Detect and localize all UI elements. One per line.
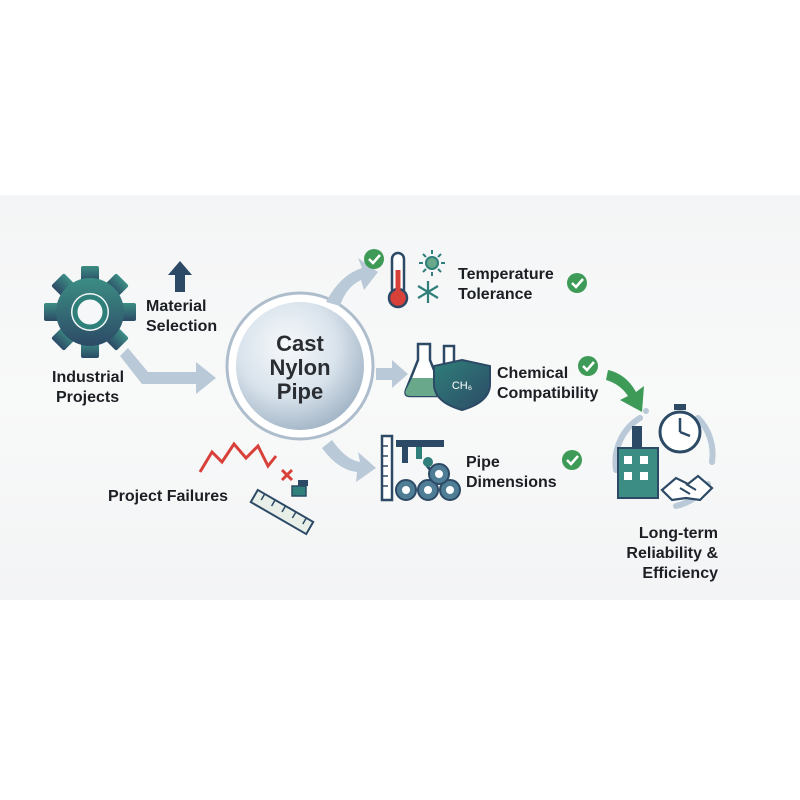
chemical-compatibility-label: Chemical Compatibility	[497, 364, 598, 404]
arrow-industrial-to-center	[120, 348, 216, 394]
material-selection-label: Material Selection	[146, 297, 217, 337]
center-title-line1: Cast	[276, 331, 324, 356]
outcome-line1: Long-term	[638, 525, 718, 542]
material-selection-line1: Material	[146, 298, 207, 315]
caliper-icon	[396, 440, 444, 463]
center-title: Cast Nylon Pipe	[232, 332, 368, 404]
thermometer-icon	[387, 251, 409, 309]
failure-chart-icon	[198, 441, 278, 473]
material-selection-line2: Selection	[146, 318, 218, 335]
cross-icon	[280, 468, 294, 482]
gear-icon	[44, 266, 136, 358]
sun-icon	[419, 250, 445, 276]
pipe-line1: Pipe	[466, 454, 500, 471]
center-sphere	[225, 291, 375, 441]
pipe-dimensions-label: Pipe Dimensions	[466, 453, 557, 493]
industrial-projects-line2: Projects	[56, 389, 120, 406]
project-failures-label: Project Failures	[108, 488, 229, 505]
center-title-line3: Pipe	[276, 379, 324, 404]
check-icon	[364, 249, 384, 269]
outcome-label: Long-term Reliability & Efficiency	[612, 524, 718, 584]
arrow-center-to-pipe	[322, 440, 376, 482]
ruler-icon	[380, 434, 394, 502]
outcome-line2: Reliability &	[626, 545, 718, 562]
chemical-line2: Compatibility	[497, 385, 599, 402]
handshake-icon	[660, 474, 714, 502]
broken-ruler-icon	[249, 488, 315, 536]
temperature-line1: Temperature	[458, 266, 554, 283]
stopwatch-icon	[658, 404, 702, 454]
outcome-line3: Efficiency	[642, 565, 718, 582]
temperature-line2: Tolerance	[458, 286, 533, 303]
pipe-rollers-icon	[395, 457, 461, 501]
chemical-badge: CH₆	[452, 380, 472, 392]
industrial-projects-label: Industrial Projects	[52, 368, 124, 408]
factory-icon	[617, 408, 659, 499]
clamp-icon	[291, 480, 308, 497]
chemical-line1: Chemical	[497, 365, 569, 382]
arrow-center-to-temperature	[326, 258, 378, 306]
check-icon	[562, 450, 582, 470]
industrial-projects-line1: Industrial	[52, 369, 125, 386]
pipe-line2: Dimensions	[466, 474, 557, 491]
shield-icon: CH₆	[433, 358, 491, 412]
check-icon	[578, 356, 598, 376]
temperature-tolerance-label: Temperature Tolerance	[458, 265, 554, 305]
center-title-line2: Nylon	[269, 355, 331, 380]
arrow-to-outcome	[606, 370, 644, 412]
snowflake-icon	[417, 281, 439, 303]
arrow-center-to-chemical	[376, 360, 408, 388]
up-arrow-icon	[168, 261, 192, 292]
check-icon	[567, 273, 587, 293]
